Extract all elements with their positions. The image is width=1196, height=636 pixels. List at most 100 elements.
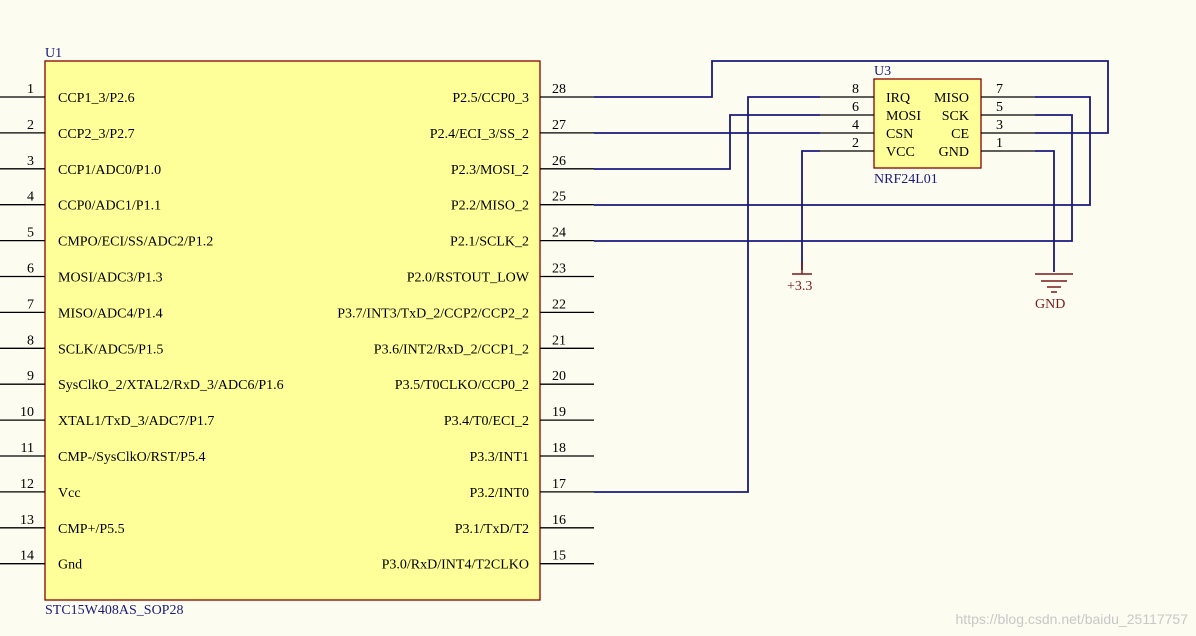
- u1-right-pin-number: 25: [552, 190, 566, 205]
- u1-right-pin-number: 18: [552, 441, 566, 456]
- u1-right-pin-number: 20: [552, 369, 566, 384]
- u1-right-pin-number: 16: [552, 513, 566, 528]
- watermark-text: https://blog.csdn.net/baidu_25117757: [956, 611, 1189, 627]
- u3-left-pin-name: VCC: [886, 145, 915, 160]
- wire-gnd-to-ground[interactable]: [1035, 150, 1055, 272]
- u1-left-pin-number: 3: [27, 154, 34, 169]
- u1-right-pin-name: P2.0/RSTOUT_LOW: [407, 271, 530, 286]
- u1-left-pin-name: Gnd: [58, 558, 82, 573]
- u3-left-pin-name: MOSI: [886, 109, 921, 124]
- u3-right-pin-name: GND: [939, 145, 969, 160]
- wires: [594, 60, 1109, 493]
- u1-right-pin-name: P2.4/ECI_3/SS_2: [430, 127, 529, 142]
- u1-right-pin-number: 27: [552, 118, 566, 133]
- u3-right-pin-name: MISO: [934, 91, 969, 106]
- u1-body[interactable]: [44, 60, 541, 601]
- u1-left-pin-number: 4: [27, 190, 34, 205]
- u1-right-pin-number: 22: [552, 297, 566, 312]
- u1-right-pin-number: 28: [552, 82, 566, 97]
- u3-right-pin-number: 5: [996, 100, 1003, 115]
- wire-p32-to-irq[interactable]: [594, 96, 820, 493]
- u1-right-pin-number: 26: [552, 154, 566, 169]
- u1-left-pin-name: MISO/ADC4/P1.4: [58, 306, 163, 321]
- u1-left-pin-name: SCLK/ADC5/P1.5: [58, 342, 163, 357]
- u3-right-pin-name: CE: [951, 127, 969, 142]
- u1-right-pin-number: 21: [552, 333, 566, 348]
- u1-right-pin-number: 24: [552, 226, 566, 241]
- u1-left-pin-name: Vcc: [58, 486, 81, 501]
- u1-right-pin-name: P3.4/T0/ECI_2: [444, 414, 529, 429]
- u3-right-pin-number: 3: [996, 118, 1003, 133]
- u1-right-pin-name: P2.1/SCLK_2: [450, 235, 529, 250]
- wire-p23-to-mosi[interactable]: [594, 114, 820, 170]
- u1-left-pin-name: CCP0/ADC1/P1.1: [58, 199, 161, 214]
- power-3v3-symbol[interactable]: +3.3: [787, 262, 812, 294]
- ground-label: GND: [1035, 297, 1065, 312]
- wire-p22-to-miso[interactable]: [594, 96, 1091, 206]
- u1-right-pin-number: 15: [552, 549, 566, 564]
- u3-right-pin-3[interactable]: 3CE: [951, 118, 1035, 142]
- u1-component[interactable]: U1 STC15W408AS_SOP28 1CCP1_3/P2.62CCP2_3…: [0, 46, 594, 618]
- u1-left-pin-number: 1: [27, 82, 34, 97]
- u1-right-pin-number: 23: [552, 262, 566, 277]
- wire-vcc-to-3v3[interactable]: [801, 150, 820, 270]
- u1-left-pin-number: 7: [27, 297, 34, 312]
- u1-left-pin-name: CMP+/P5.5: [58, 522, 125, 537]
- ground-symbol[interactable]: GND: [1035, 273, 1073, 312]
- u1-right-pin-name: P3.7/INT3/TxD_2/CCP2/CCP2_2: [337, 306, 529, 321]
- u3-left-pin-number: 6: [852, 100, 859, 115]
- u1-right-pin-name: P2.3/MOSI_2: [451, 163, 529, 178]
- u1-left-pin-number: 8: [27, 333, 34, 348]
- u1-right-pin-name: P3.5/T0CLKO/CCP0_2: [395, 378, 529, 393]
- u1-right-pin-name: P3.6/INT2/RxD_2/CCP1_2: [374, 342, 529, 357]
- u3-left-pin-name: CSN: [886, 127, 913, 142]
- wire-p21-to-sck[interactable]: [594, 114, 1073, 242]
- u3-body[interactable]: [873, 78, 982, 169]
- u1-right-pin-name: P2.2/MISO_2: [451, 199, 529, 214]
- u3-right-pin-number: 7: [996, 82, 1003, 97]
- u1-left-pin-name: CCP2_3/P2.7: [58, 127, 135, 142]
- u3-left-pin-number: 8: [852, 82, 859, 97]
- wire-p25-to-ce[interactable]: [594, 60, 1109, 134]
- u3-designator: U3: [874, 64, 891, 79]
